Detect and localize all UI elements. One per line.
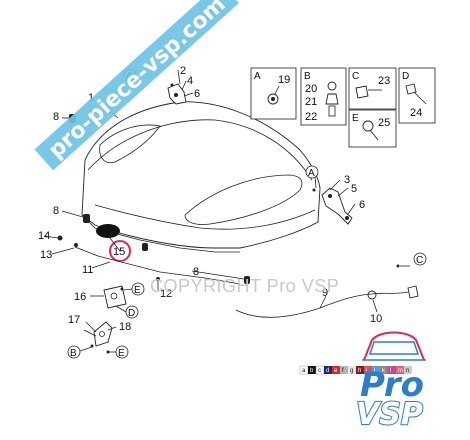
callout-e-bottom: E xyxy=(118,348,125,359)
release-cable-9 xyxy=(235,291,409,318)
svg-text:f: f xyxy=(342,368,344,374)
svg-text:e: e xyxy=(334,368,338,374)
cable-handle-10 xyxy=(367,264,419,300)
svg-text:A: A xyxy=(254,71,261,82)
label-part-11: 11 xyxy=(82,264,93,276)
label-part-23: 23 xyxy=(378,75,390,87)
label-part-17: 17 xyxy=(68,314,80,326)
logo-text-pro: Pro xyxy=(360,365,424,405)
label-part-18: 18 xyxy=(119,321,131,333)
clip-part-12 xyxy=(156,277,160,281)
callout-a-right: A xyxy=(308,168,315,179)
svg-text:b: b xyxy=(310,368,314,374)
clip-part-8-mid xyxy=(83,214,90,223)
detail-box-c: C 23 xyxy=(348,67,397,110)
logo-text-vsp: VSP xyxy=(356,397,423,432)
hood-hinge-top xyxy=(167,83,187,105)
svg-text:c: c xyxy=(318,368,321,374)
callout-b: B xyxy=(70,348,77,359)
svg-text:i: i xyxy=(366,368,367,374)
detail-box-a: A 19 xyxy=(250,67,297,120)
callout-e-top: E xyxy=(134,285,141,296)
label-part-6-right: 6 xyxy=(359,199,365,211)
svg-text:k: k xyxy=(382,368,386,374)
svg-text:C: C xyxy=(352,71,359,82)
grill-emblem xyxy=(96,224,120,238)
label-part-21: 21 xyxy=(305,96,317,108)
clip-part-8-right xyxy=(244,276,250,284)
label-part-1: 1 xyxy=(88,92,94,104)
label-part-20: 20 xyxy=(305,83,317,95)
hood-hinge-right xyxy=(312,187,353,225)
svg-text:D: D xyxy=(402,71,409,82)
label-part-2: 2 xyxy=(180,65,186,77)
support-rod-11 xyxy=(74,246,241,285)
clip-part-14 xyxy=(57,235,63,241)
label-part-22: 22 xyxy=(305,111,317,123)
label-part-16: 16 xyxy=(74,291,86,303)
part-labels: 1 2 4 6 8 8 8 3 5 6 14 13 15 11 12 9 10 … xyxy=(38,65,382,333)
highlight-circle-15 xyxy=(109,240,131,262)
label-part-13: 13 xyxy=(40,249,52,261)
svg-text:g: g xyxy=(350,368,353,374)
callout-c: C xyxy=(416,255,423,266)
svg-text:n: n xyxy=(406,368,409,374)
detail-box-e: E 25 xyxy=(348,109,397,148)
hood-panel xyxy=(81,101,321,253)
svg-text:E: E xyxy=(352,113,359,124)
label-part-9: 9 xyxy=(322,287,328,299)
logo-car-icon xyxy=(362,331,426,361)
label-part-25: 25 xyxy=(378,117,390,129)
label-part-10: 10 xyxy=(370,313,382,325)
copyright-watermark: COPYRIGHT Pro VSP xyxy=(150,276,339,296)
label-part-19: 19 xyxy=(278,74,290,86)
label-part-15: 15 xyxy=(113,246,125,258)
svg-text:m: m xyxy=(398,368,403,374)
label-part-5: 5 xyxy=(351,183,357,195)
hood-latch-18 xyxy=(83,321,113,354)
label-part-8-top: 8 xyxy=(53,111,59,123)
clip-part-8-low xyxy=(142,243,148,251)
svg-text:a: a xyxy=(302,368,306,374)
label-part-24: 24 xyxy=(410,107,422,119)
color-swatch-strip: a b c d e f g h i j k l m n xyxy=(299,365,412,375)
label-part-8-mid: 8 xyxy=(53,205,59,217)
svg-text:d: d xyxy=(326,368,329,374)
label-part-6-top: 6 xyxy=(194,88,200,100)
label-part-12: 12 xyxy=(160,288,172,300)
svg-text:l: l xyxy=(390,368,391,374)
label-part-3: 3 xyxy=(344,174,350,186)
detail-box-b: B 20 21 22 xyxy=(300,67,347,126)
detail-box-d: D 24 xyxy=(398,67,436,124)
label-part-14: 14 xyxy=(38,230,50,242)
svg-text:j: j xyxy=(373,368,375,374)
svg-text:B: B xyxy=(304,71,311,82)
label-part-4: 4 xyxy=(187,75,193,87)
callout-d: D xyxy=(128,308,135,319)
hood-latch-16 xyxy=(103,285,127,309)
svg-text:h: h xyxy=(358,368,361,374)
label-part-8-low: 8 xyxy=(193,266,199,278)
